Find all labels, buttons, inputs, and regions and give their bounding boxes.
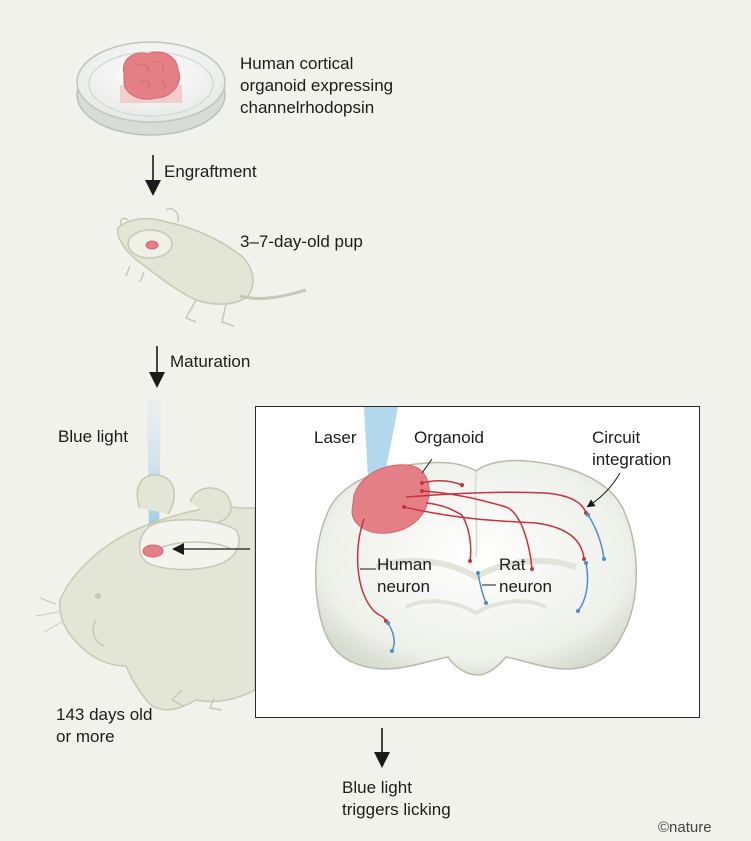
circuit-integration-label-line1: Circuit [592, 428, 641, 447]
outcome-label-line1: Blue light [342, 778, 412, 797]
organoid-label: Organoid [414, 428, 484, 447]
organoid-graft [351, 464, 430, 534]
maturation-label: Maturation [170, 352, 251, 371]
adult-age-label-line2: or more [56, 727, 115, 746]
organoid-leader-line [421, 458, 433, 474]
blue-light-beam [147, 400, 161, 540]
adult-rat-illustration [35, 474, 256, 711]
engraftment-label: Engraftment [164, 162, 257, 181]
rat-neuron-label-line1: Rat [499, 555, 526, 574]
laser-beam [364, 407, 398, 479]
rat-neuron-label-line2: neuron [499, 577, 552, 596]
pup-age-label: 3–7-day-old pup [240, 232, 363, 251]
circuit-leader-arrow [586, 472, 621, 508]
implanted-organoid [142, 544, 164, 558]
human-neuron-label-line2: neuron [377, 577, 430, 596]
rat-neuron-terminals [386, 513, 606, 653]
organoid-dish-label-line3: channelrhodopsin [240, 98, 375, 117]
brain-section-svg [315, 407, 637, 676]
nature-credit: ©nature [658, 819, 712, 836]
organoid-dish-label-line2: organoid expressing [240, 76, 394, 95]
human-neuron-label-line1: Human [377, 555, 432, 574]
blue-light-label: Blue light [58, 427, 128, 446]
petri-dish [76, 41, 226, 136]
outcome-label-line2: triggers licking [342, 800, 451, 819]
brain-section-inset: Laser Organoid Circuit integration Human… [255, 406, 700, 718]
rat-neurons [387, 514, 605, 652]
circuit-integration-label-line2: integration [592, 450, 672, 469]
laser-label: Laser [314, 428, 357, 447]
human-neuron-terminals [384, 481, 588, 623]
adult-age-label-line1: 143 days old [56, 705, 153, 724]
rat-pup-illustration [117, 208, 307, 327]
organoid-dish-label-line1: Human cortical [240, 54, 354, 73]
human-neuron-projections [356, 480, 587, 622]
